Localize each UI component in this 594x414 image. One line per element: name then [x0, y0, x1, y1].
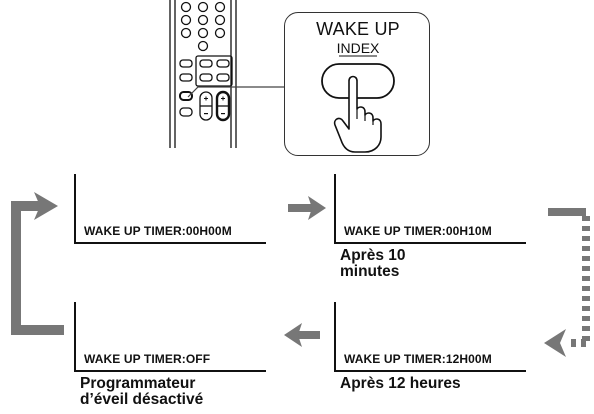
screen-00h00m: WAKE UP TIMER:00H00M: [74, 174, 266, 244]
arrow-right-icon: [34, 192, 58, 220]
caption-timer-off: Programmateur d’éveil désactivé: [80, 375, 204, 408]
display-text: WAKE UP TIMER:12H00M: [344, 352, 492, 366]
arrow-right-icon: [308, 196, 326, 220]
caption-after-12-hours: Après 12 heures: [340, 375, 461, 392]
remote-control-icon: [169, 0, 237, 148]
display-text: WAKE UP TIMER:00H00M: [84, 224, 232, 238]
callout-connector: [187, 86, 284, 98]
display-text: WAKE UP TIMER:OFF: [84, 352, 211, 366]
button-callout: WAKE UP INDEX: [284, 12, 430, 156]
wake-up-label: WAKE UP: [316, 19, 400, 39]
index-label: INDEX: [336, 40, 380, 56]
screen-12h00m: WAKE UP TIMER:12H00M: [334, 302, 526, 372]
pressing-hand-icon: [321, 55, 395, 153]
caption-after-10-minutes: Après 10 minutes: [340, 247, 406, 280]
arrow-left-icon: [284, 323, 302, 347]
screen-off: WAKE UP TIMER:OFF: [74, 302, 266, 372]
screen-00h10m: WAKE UP TIMER:00H10M: [334, 174, 526, 244]
arrow-left-icon: [544, 329, 566, 357]
display-text: WAKE UP TIMER:00H10M: [344, 224, 492, 238]
